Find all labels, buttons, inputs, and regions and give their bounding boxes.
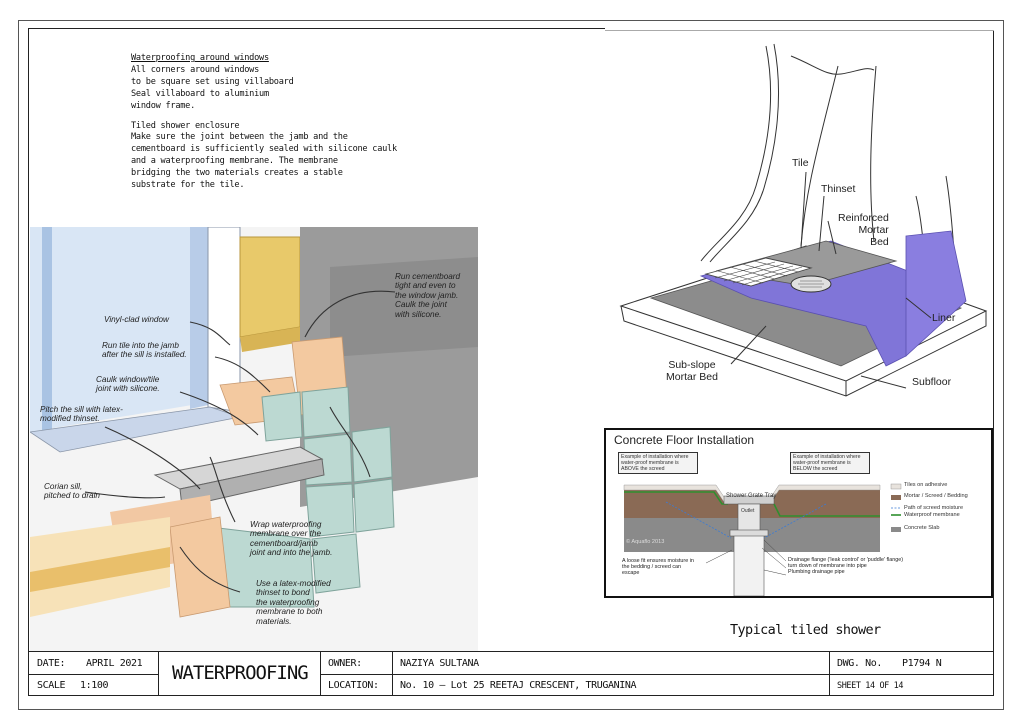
- window-sill-illustration: [28, 226, 478, 651]
- callout-latex-thinset: Use a latex-modified thinset to bond the…: [256, 579, 331, 626]
- notes-windows-heading: Waterproofing around windows: [131, 53, 269, 63]
- box-membrane-below: Example of installation where water-proo…: [790, 452, 870, 474]
- sheet-number: SHEET 14 OF 14: [837, 681, 904, 691]
- scale-label: SCALE: [37, 680, 66, 691]
- note-drainage: Drainage flange ('leak control' or 'pudd…: [788, 557, 903, 576]
- dwg-label: DWG. No.: [837, 658, 882, 669]
- callout-run-tile: Run tile into the jamb after the sill is…: [102, 341, 187, 360]
- notes-line: Seal villaboard to aluminium: [131, 88, 269, 99]
- concrete-title: Concrete Floor Installation: [614, 433, 755, 447]
- notes-line: Make sure the joint between the jamb and…: [131, 132, 348, 143]
- window-sill-detail: Run cementboard tight and even to the wi…: [28, 226, 478, 651]
- label-tile: Tile: [792, 157, 809, 169]
- date-value: APRIL 2021: [86, 658, 143, 669]
- legend-moisture-path: Path of screed moisture: [904, 505, 964, 511]
- box-membrane-above: Example of installation where water-proo…: [618, 452, 698, 474]
- drawing-title: WATERPROOFING: [172, 662, 309, 684]
- callout-wrap-membrane: Wrap waterproofing membrane over the cem…: [250, 520, 333, 558]
- label-subfloor: Subfloor: [912, 376, 952, 388]
- drawing-frame: [28, 28, 994, 652]
- callout-corian-sill: Corian sill, pitched to drain: [44, 482, 100, 501]
- location-label: LOCATION:: [328, 680, 379, 691]
- callout-pitch-sill: Pitch the sill with latex- modified thin…: [40, 405, 123, 424]
- notes-line: cementboard is sufficiently sealed with …: [131, 144, 397, 155]
- owner-value: NAZIYA SULTANA: [400, 658, 479, 669]
- note-loose-fit: A loose fit ensures moisture in the bedd…: [622, 558, 694, 577]
- legend-membrane: Waterproof membrane: [904, 512, 960, 518]
- legend-tiles: Tiles on adhesive: [904, 482, 948, 488]
- concrete-floor-section: [623, 483, 902, 596]
- shower-caption: Typical tiled shower: [730, 622, 881, 638]
- legend-screed: Mortar / Screed / Bedding: [904, 493, 968, 499]
- notes-line: and a waterproofing membrane. The membra…: [131, 156, 338, 167]
- label-thinset: Thinset: [821, 183, 856, 195]
- legend-slab: Concrete Slab: [904, 525, 940, 531]
- watermark: © Aquaflo 2013: [626, 539, 665, 545]
- callout-vinyl-window: Vinyl-clad window: [104, 315, 169, 324]
- shower-isometric-illustration: [619, 43, 988, 397]
- scale-value: 1:100: [80, 680, 109, 691]
- concrete-floor-installation: Concrete Floor Installation Example of i…: [604, 428, 993, 598]
- label-outlet: Outlet: [741, 508, 755, 514]
- label-reinforced-mortar-bed: Reinforced Mortar Bed: [838, 212, 889, 248]
- label-grate-tray: Shower Grate Tray: [726, 493, 777, 499]
- notes-line: to be square set using villaboard: [131, 76, 294, 87]
- shower-isometric-detail: Tile Thinset Reinforced Mortar Bed Liner…: [606, 36, 992, 426]
- owner-label: OWNER:: [328, 658, 362, 669]
- callout-run-cementboard: Run cementboard tight and even to the wi…: [395, 272, 461, 319]
- notes-shower-heading: Tiled shower enclosure: [131, 120, 240, 131]
- notes-line: bridging the two materials creates a sta…: [131, 168, 343, 179]
- sheet-border: [18, 20, 1004, 710]
- date-label: DATE:: [37, 658, 66, 669]
- general-notes: Waterproofing around windows All corners…: [131, 53, 397, 192]
- dwg-value: P1794 N: [902, 658, 942, 669]
- notes-line: All corners around windows: [131, 64, 260, 75]
- label-liner: Liner: [932, 312, 956, 324]
- label-sub-slope: Sub-slope Mortar Bed: [666, 359, 718, 383]
- notes-line: window frame.: [131, 100, 196, 111]
- notes-line: substrate for the tile.: [131, 180, 245, 191]
- location-value: No. 10 – Lot 25 REETAJ CRESCENT, TRUGANI…: [400, 680, 637, 691]
- callout-caulk-joint: Caulk window/tile joint with silicone.: [96, 375, 160, 394]
